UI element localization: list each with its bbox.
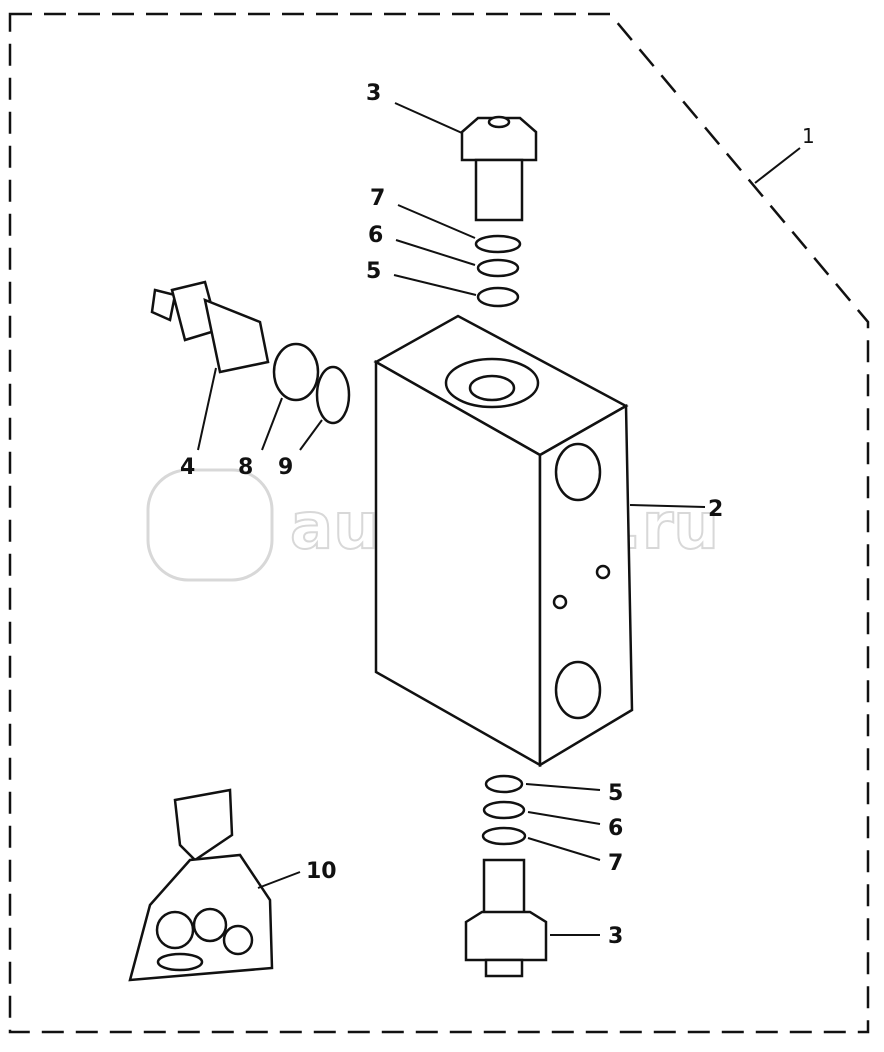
leader-10: [257, 871, 301, 889]
seal-kit-bag: [128, 788, 274, 982]
callout-7-top: 7: [370, 186, 385, 211]
ring-7-top: [474, 234, 522, 254]
valve-body: [373, 314, 634, 768]
ring-7-bottom: [481, 826, 527, 846]
plug-bottom: [464, 858, 548, 978]
callout-4: 4: [180, 455, 195, 480]
relief-valve: [150, 280, 270, 374]
ring-5-bottom: [484, 774, 524, 794]
callout-3-top: 3: [366, 81, 381, 106]
callout-8: 8: [238, 455, 253, 480]
o-ring-9: [315, 365, 351, 425]
leader-5-bottom: [525, 783, 601, 791]
callout-2: 2: [708, 497, 723, 522]
callout-5-top: 5: [366, 259, 381, 284]
callout-9: 9: [278, 455, 293, 480]
callout-6-bottom: 6: [608, 816, 623, 841]
callout-7-bottom: 7: [608, 851, 623, 876]
leader-8: [261, 397, 283, 451]
callout-6-top: 6: [368, 223, 383, 248]
callout-1: 1: [802, 124, 815, 148]
ring-6-bottom: [482, 800, 526, 820]
leader-9: [299, 419, 323, 451]
leader-7-top: [397, 204, 476, 239]
leader-1: [754, 147, 801, 184]
leader-6-bottom: [527, 811, 601, 825]
callout-10: 10: [306, 859, 337, 884]
backup-ring-8: [272, 342, 320, 402]
assembly-boundary: [8, 12, 870, 1034]
leader-4: [197, 367, 217, 451]
ring-6-top: [476, 258, 520, 278]
leader-2: [629, 504, 706, 508]
leader-5-top: [393, 274, 477, 296]
ring-5-top: [476, 286, 520, 308]
leader-7-bottom: [527, 837, 601, 861]
leader-3-top: [394, 102, 463, 134]
callout-5-bottom: 5: [608, 781, 623, 806]
plug-top: [460, 115, 538, 222]
callout-3-bottom: 3: [608, 924, 623, 949]
leader-6-top: [395, 239, 476, 266]
